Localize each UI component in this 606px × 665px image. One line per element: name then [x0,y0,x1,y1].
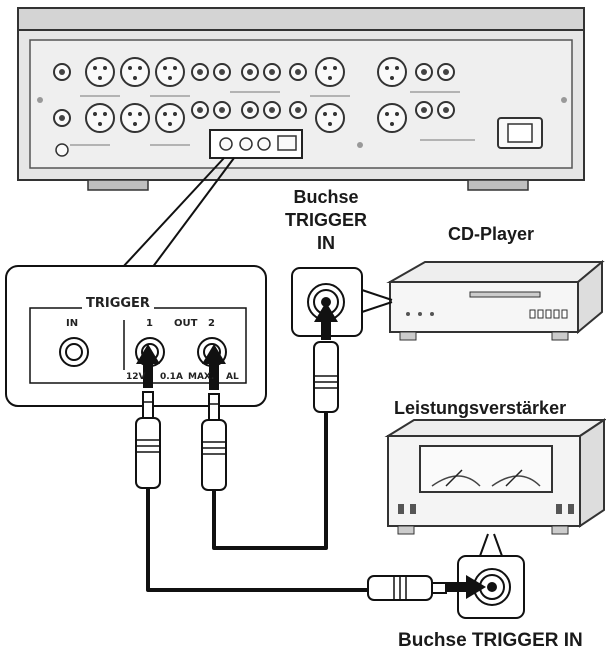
plug-amp [367,575,447,601]
foot-right [467,179,529,191]
amp-trigger-jack-callout [457,533,525,619]
power-amplifier-label: Leistungsverstärker [394,398,567,418]
panel-title: TRIGGER [82,296,154,311]
plug-out1 [135,391,161,489]
cd-player [386,259,605,341]
cd-trigger-in-label: Buchse TRIGGER IN [282,186,370,255]
enlarged-trigger-panel [5,265,267,407]
panel-spec-left2: 0.1A [160,372,183,382]
power-amplifier [384,418,606,535]
foot-left [87,179,149,191]
plug-out2 [201,393,227,491]
plug-cd [313,341,339,413]
panel-out-label: OUT [174,318,198,329]
cd-trigger-jack-callout [291,267,393,337]
panel-out1-label: 1 [146,318,153,329]
cd-trigger-in-label-line3: IN [317,233,335,253]
panel-spec-right2: AL [226,372,239,382]
cd-trigger-in-label-line2: TRIGGER [284,210,367,230]
trigger-in-jack [59,337,89,367]
amp-trigger-in-label: Buchse TRIGGER IN [398,630,583,651]
panel-in-label: IN [66,318,79,329]
callout-lines [121,157,235,269]
main-unit-rear-panel [17,7,585,191]
panel-spec-right: MAX. [188,372,215,382]
panel-spec-left: 12V [126,372,146,382]
panel-out2-label: 2 [208,318,215,329]
cd-trigger-in-label-line1: Buchse [293,187,359,207]
cd-player-label: CD-Player [448,224,535,244]
insert-arrows [136,302,486,599]
trigger-cables [146,410,372,592]
